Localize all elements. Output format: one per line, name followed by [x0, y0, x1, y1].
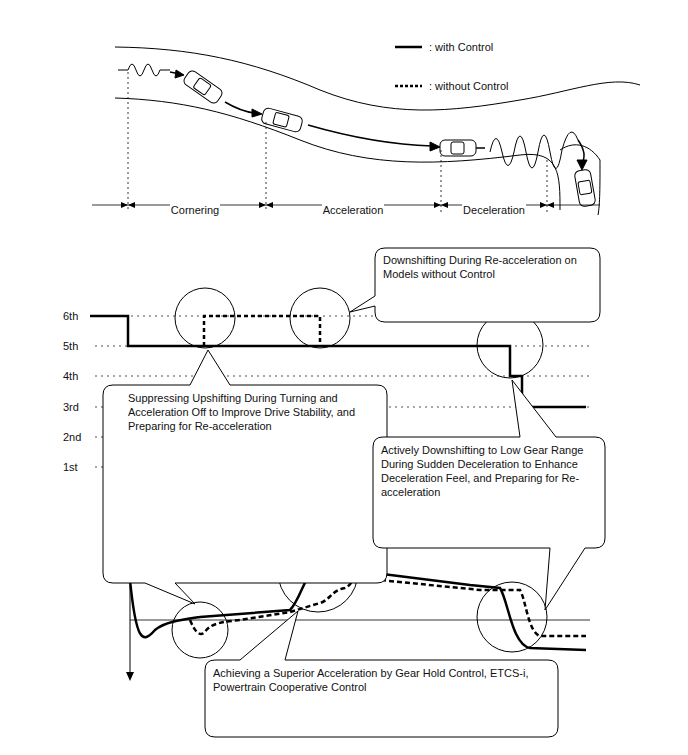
section-label: Acceleration	[322, 204, 385, 217]
gear-label: 4th	[62, 370, 79, 383]
callout-text: Suppressing Upshifting During Turning an…	[128, 391, 378, 433]
callout-text: Actively Downshifting to Low Gear Range …	[381, 443, 601, 499]
callout-box: Actively Downshifting to Low Gear Range …	[381, 443, 601, 499]
legend-text: : with Control	[428, 41, 494, 54]
gear-label: 5th	[62, 340, 79, 353]
section-label: Deceleration	[462, 204, 526, 217]
gear-label: 1st	[62, 461, 79, 474]
legend-text: : without Control	[428, 80, 509, 93]
callout-text: Downshifting During Re-acceleration on M…	[383, 253, 593, 281]
callout-box: Achieving a Superior Acceleration by Gea…	[213, 666, 533, 694]
gear-label: 2nd	[62, 431, 82, 444]
callout-box: Suppressing Upshifting During Turning an…	[128, 391, 378, 433]
gear-label: 6th	[62, 310, 79, 323]
gear-label: 3rd	[62, 401, 80, 414]
callout-text: Achieving a Superior Acceleration by Gea…	[213, 666, 533, 694]
section-label: Cornering	[170, 204, 220, 217]
callout-box: Downshifting During Re-acceleration on M…	[383, 253, 593, 281]
